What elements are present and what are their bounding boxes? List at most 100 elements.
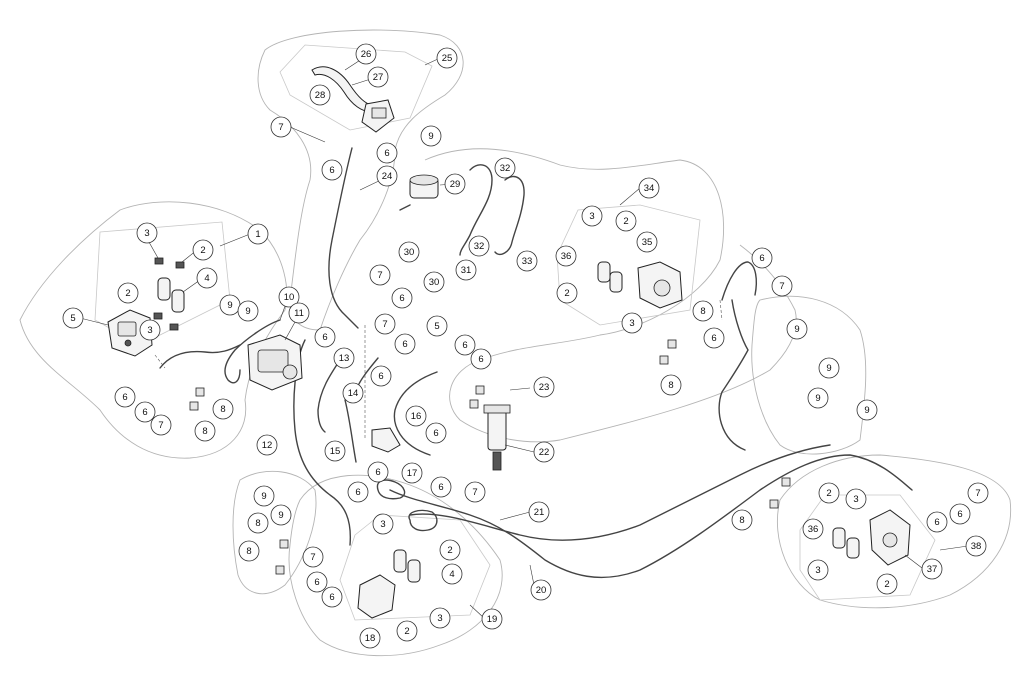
callout-6: 6 <box>751 247 773 269</box>
front-caliper-subregion <box>94 221 231 346</box>
hose-31 <box>459 164 493 256</box>
callout-number: 6 <box>142 407 147 418</box>
callout-30: 30 <box>423 271 445 293</box>
callout-circle <box>333 347 355 369</box>
callout-circle <box>807 387 829 409</box>
callout-circle <box>436 47 458 69</box>
callout-number: 3 <box>380 519 385 530</box>
callout-number: 6 <box>378 371 383 382</box>
callout-circle <box>454 334 476 356</box>
callout-3: 3 <box>429 607 451 629</box>
line-20 <box>389 454 913 579</box>
callout-number: 6 <box>433 428 438 439</box>
callout-number: 6 <box>329 165 334 176</box>
front-hose-24 <box>328 147 359 329</box>
callout-number: 3 <box>815 565 820 576</box>
callout-17: 17 <box>401 462 423 484</box>
callout-circle <box>581 205 603 227</box>
callout-number: 30 <box>404 247 415 258</box>
callout-number: 8 <box>220 404 225 415</box>
callout-3: 3 <box>372 513 394 535</box>
callout-circle <box>533 376 555 398</box>
callout-circle <box>62 307 84 329</box>
front-lever <box>311 66 395 133</box>
bolts <box>189 339 791 575</box>
callout-circle <box>660 374 682 396</box>
callout-6: 6 <box>394 333 416 355</box>
rear-master-cylinder <box>483 404 511 471</box>
callout-number: 28 <box>315 90 326 101</box>
callout-number: 7 <box>377 270 382 281</box>
callout-number: 6 <box>122 392 127 403</box>
callout-circle <box>192 239 214 261</box>
callout-circle <box>636 231 658 253</box>
lower-left-region <box>232 470 317 595</box>
far-right-subregion <box>799 494 936 601</box>
callout-6: 6 <box>347 481 369 503</box>
callout-circle <box>247 223 269 245</box>
dashed-lines <box>154 299 723 440</box>
callout-number: 25 <box>442 53 453 64</box>
callout-14: 14 <box>342 382 364 404</box>
callout-number: 34 <box>644 183 655 194</box>
callout-number: 3 <box>589 211 594 222</box>
callout-circle <box>441 563 463 585</box>
callout-21: 21 <box>528 501 550 523</box>
callout-number: 37 <box>927 564 938 575</box>
callout-6: 6 <box>470 348 492 370</box>
callout-number: 2 <box>404 626 409 637</box>
callout-number: 2 <box>200 245 205 256</box>
callout-circle <box>876 573 898 595</box>
hose-33 <box>494 175 525 256</box>
front-left-caliper <box>107 309 153 357</box>
callout-9: 9 <box>818 357 840 379</box>
callout-2: 2 <box>556 282 578 304</box>
callout-number: 7 <box>779 281 784 292</box>
callout-9: 9 <box>856 399 878 421</box>
callout-2: 2 <box>396 620 418 642</box>
region-outlines <box>19 29 1012 657</box>
callout-6: 6 <box>306 571 328 593</box>
callout-30: 30 <box>398 241 420 263</box>
callout-number: 6 <box>329 592 334 603</box>
callout-number: 15 <box>330 446 341 457</box>
callout-number: 3 <box>144 228 149 239</box>
callout-number: 4 <box>449 569 454 580</box>
callout-circle <box>237 300 259 322</box>
callout-number: 19 <box>487 614 498 625</box>
callout-labels: 1234599101123667882526272876624929303031… <box>62 43 989 649</box>
callout-circle <box>926 511 948 533</box>
callout-number: 7 <box>382 319 387 330</box>
callout-number: 3 <box>437 613 442 624</box>
callout-number: 8 <box>739 515 744 526</box>
callout-circle <box>194 420 216 442</box>
callout-circle <box>117 282 139 304</box>
callout-number: 31 <box>461 265 472 276</box>
callout-circle <box>807 559 829 581</box>
callout-7: 7 <box>464 481 486 503</box>
callout-number: 27 <box>373 72 384 83</box>
callout-circle <box>278 286 300 308</box>
callout-number: 2 <box>884 579 889 590</box>
callout-8: 8 <box>194 420 216 442</box>
hose-10 <box>224 319 281 384</box>
callout-circle <box>150 414 172 436</box>
callout-circle <box>638 177 660 199</box>
callout-circle <box>468 235 490 257</box>
callout-6: 6 <box>376 142 398 164</box>
callout-number: 36 <box>808 524 819 535</box>
callout-circle <box>355 43 377 65</box>
callout-3: 3 <box>581 205 603 227</box>
rear-left-caliper <box>357 549 421 619</box>
callout-10: 10 <box>278 286 300 308</box>
callout-circle <box>270 504 292 526</box>
callout-6: 6 <box>367 461 389 483</box>
callout-23: 23 <box>533 376 555 398</box>
callout-circle <box>324 440 346 462</box>
callout-35: 35 <box>636 231 658 253</box>
callout-circle <box>533 441 555 463</box>
callout-2: 2 <box>439 539 461 561</box>
callout-number: 9 <box>428 131 433 142</box>
callout-6: 6 <box>949 503 971 525</box>
callout-number: 9 <box>245 306 250 317</box>
